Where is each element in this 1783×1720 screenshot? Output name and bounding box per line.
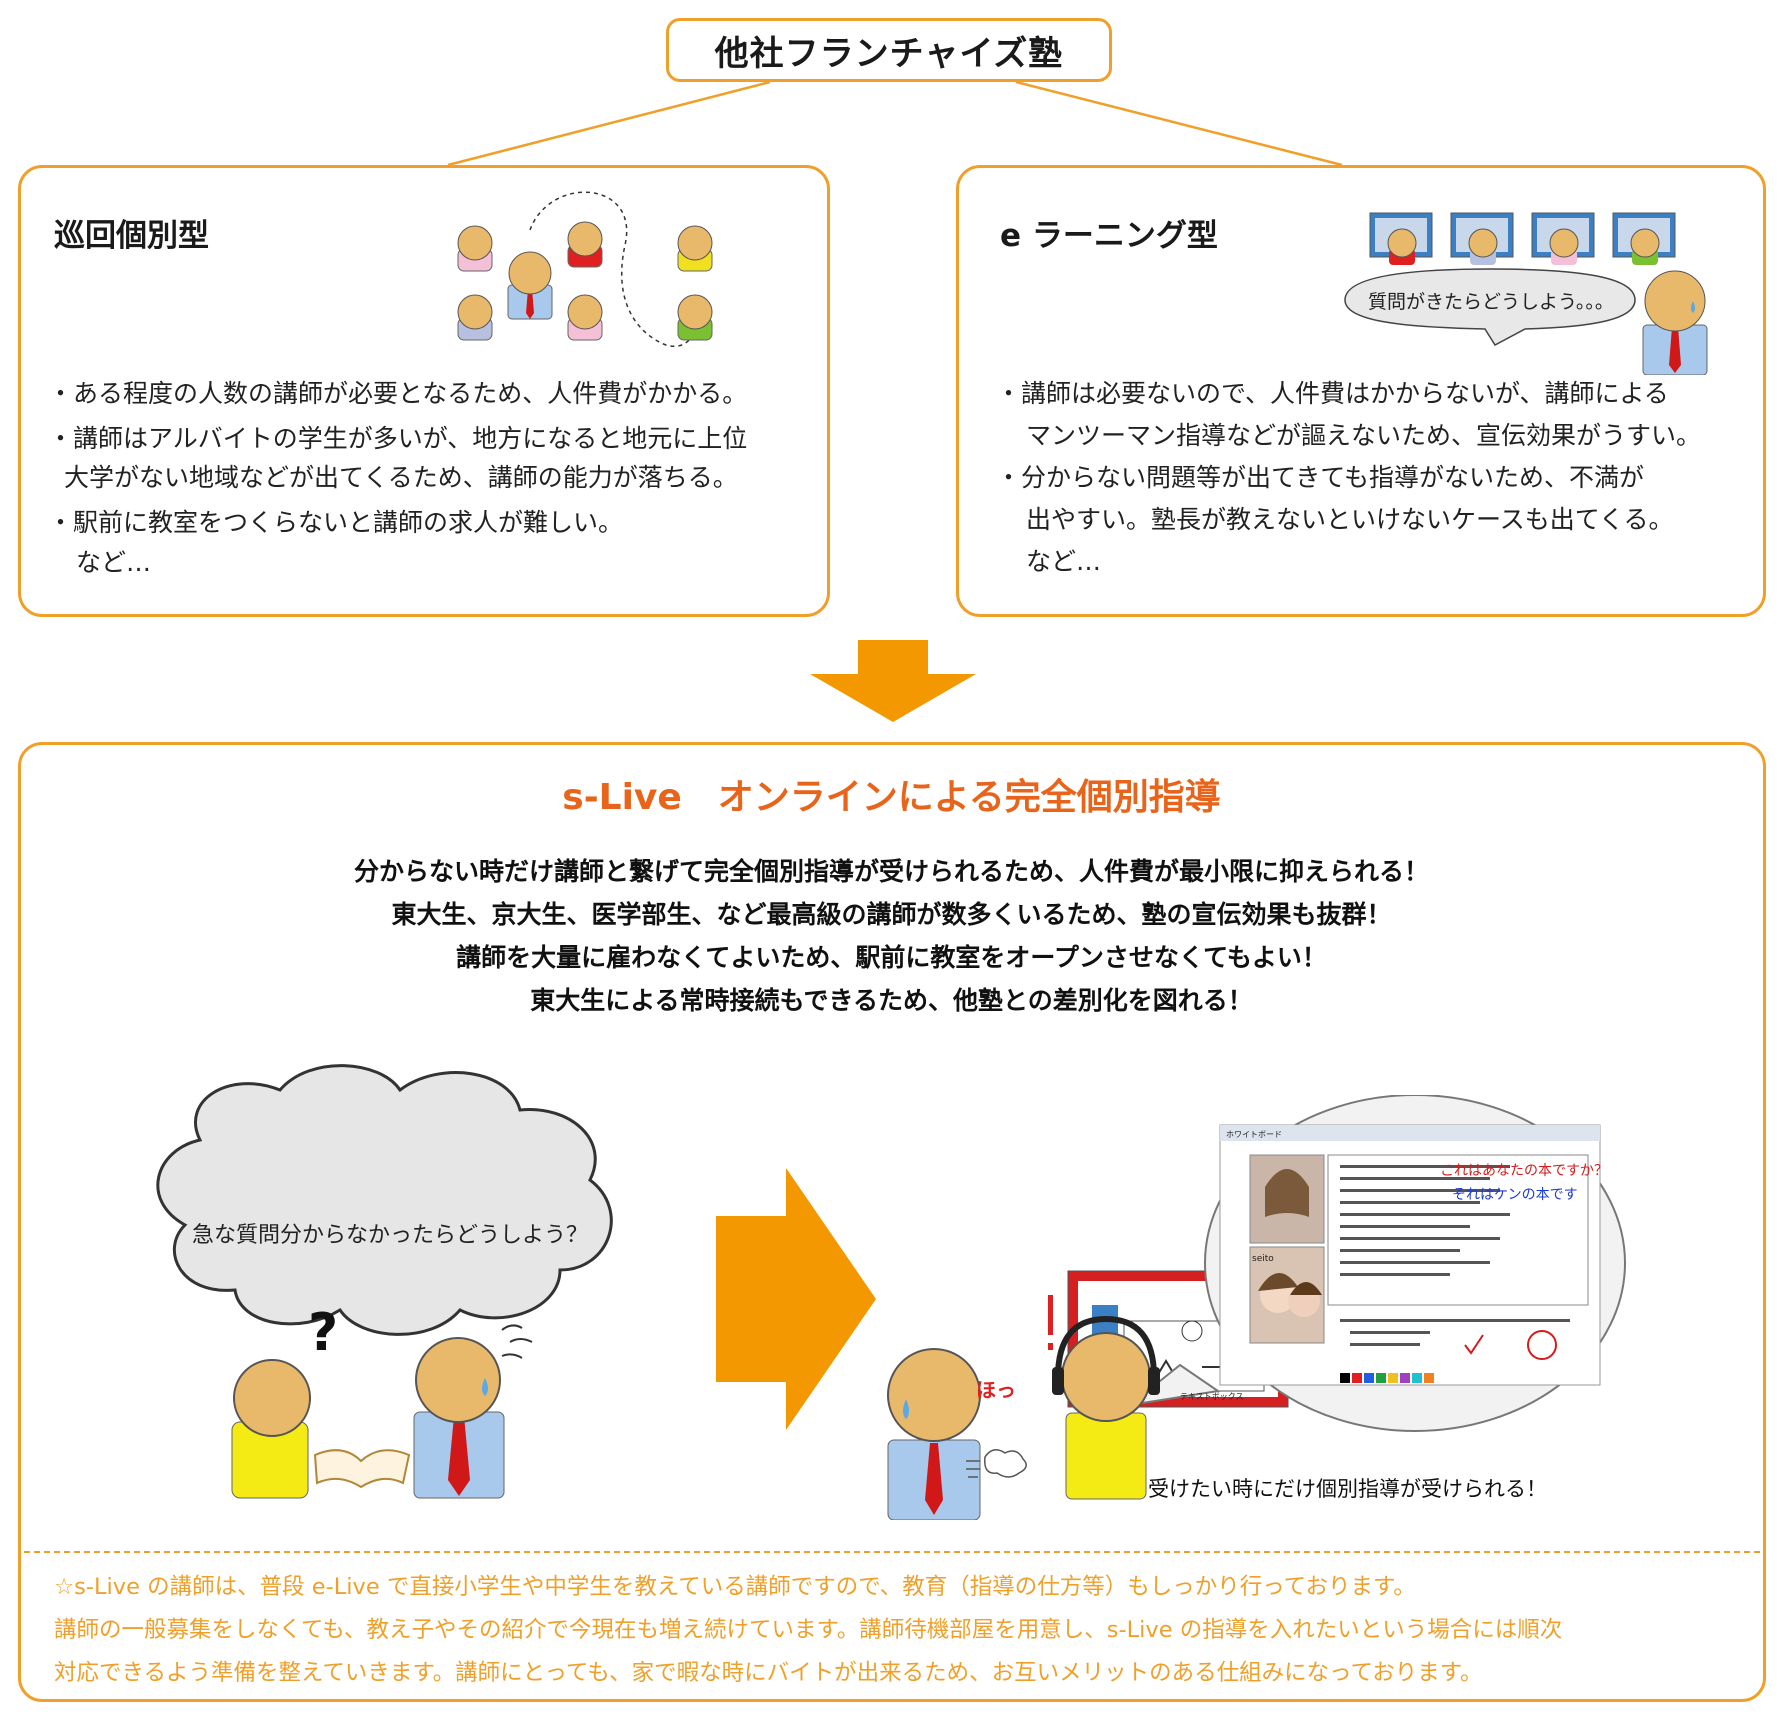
elearning-bullet-4: 出やすい。塾長が教えないといけないケースも出てくる。 xyxy=(1026,505,1674,534)
patrol-classroom-illustration xyxy=(457,191,713,348)
franchise-title: 他社フランチャイズ塾 xyxy=(666,18,1112,82)
connector-lines xyxy=(447,80,1343,167)
handwriting-2: それはケンの本です xyxy=(1452,1187,1578,1203)
patrol-bullet-1: ・ある程度の人数の講師が必要となるため、人件費がかかる。 xyxy=(48,379,748,408)
note-line-1: ☆s-Live の講師は、普段 e-Live で直接小学生や中学生を教えている講… xyxy=(54,1574,1416,1600)
elearning-speech-text: 質問がきたらどうしよう。。。 xyxy=(1368,291,1614,313)
elearning-bullet-2: マンツーマン指導などが謳えないため、宣伝効果がうすい。 xyxy=(1026,421,1702,450)
textbox-label: テキストボックス xyxy=(1180,1392,1244,1401)
elearning-panel-title: e ラーニング型 xyxy=(1000,218,1218,254)
handwriting-1: これはあなたの本ですか？ xyxy=(1440,1163,1608,1179)
svg-text:?: ? xyxy=(308,1303,338,1363)
patrol-bullet-2: ・講師はアルバイトの学生が多いが、地方になると地元に上位 xyxy=(48,424,748,453)
s-live-point-2: 東大生、京大生、医学部生、など最高級の講師が数多くいるため、塾の宣伝効果も抜群！ xyxy=(391,900,1392,929)
elearning-bullet-3: ・分からない問題等が出てきても指導がないため、不満が xyxy=(996,463,1645,492)
note-line-3: 対応できるよう準備を整えていきます。講師にとっても、家で暇な時にバイトが出来るた… xyxy=(54,1660,1483,1686)
elearning-bullet-etc: など… xyxy=(1026,547,1102,576)
whiteboard-title: ホワイトボード xyxy=(1226,1130,1282,1139)
patrol-bullet-3: 大学がない地域などが出てくるため、講師の能力が落ちる。 xyxy=(64,463,738,492)
thought-cloud-text: 急な質問分からなかったらどうしよう？ xyxy=(192,1223,589,1248)
hotto-text: ほっ xyxy=(976,1378,1016,1402)
patrol-panel-title: 巡回個別型 xyxy=(54,218,209,254)
online-lesson-illustration: これはあなたの本ですか？ それはケンの本です seito ホワイトボード テキス… xyxy=(887,1095,1626,1520)
s-live-point-4: 東大生による常時接続もできるため、他塾との差別化を図れる！ xyxy=(530,986,1253,1015)
webcam-label: seito xyxy=(1252,1254,1274,1264)
down-arrow xyxy=(810,640,976,722)
right-arrow xyxy=(716,1168,876,1430)
s-live-point-3: 講師を大量に雇わなくてよいため、駅前に教室をオープンさせなくてもよい！ xyxy=(456,943,1327,972)
elearning-illustration xyxy=(1344,212,1708,375)
note-line-2: 講師の一般募集をしなくても、教え子やその紹介で今現在も増え続けています。講師待機… xyxy=(54,1617,1563,1643)
patrol-bullet-etc: など… xyxy=(76,548,152,577)
lesson-caption: 受けたい時にだけ個別指導が受けられる！ xyxy=(1148,1477,1547,1501)
patrol-bullet-4: ・駅前に教室をつくらないと講師の求人が難しい。 xyxy=(48,508,624,537)
s-live-point-1: 分からない時だけ講師と繋げて完全個別指導が受けられるため、人件費が最小限に抑えら… xyxy=(353,857,1429,886)
elearning-bullet-1: ・講師は必要ないので、人件費はかからないが、講師による xyxy=(996,379,1669,408)
s-live-title: s-Live オンラインによる完全個別指導 xyxy=(562,777,1221,818)
notes-separator xyxy=(24,1551,1760,1553)
worried-student-illustration: ? xyxy=(156,1064,613,1499)
